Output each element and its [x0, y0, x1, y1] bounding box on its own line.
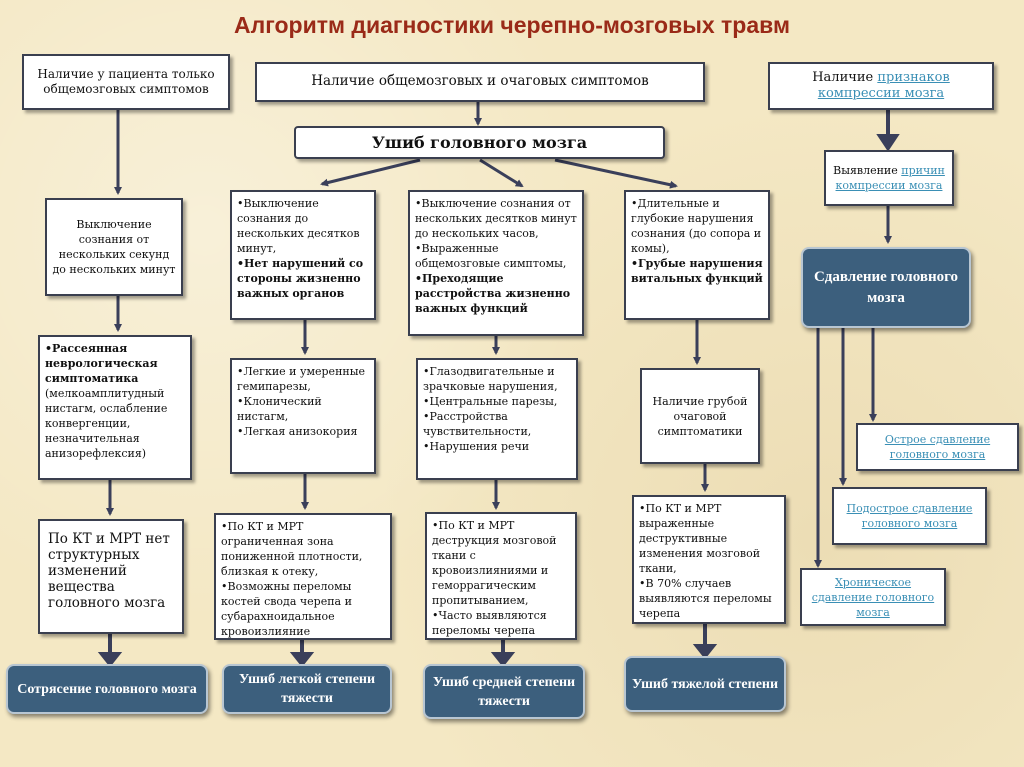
- box-text: Ушиб средней степени тяжести: [432, 674, 576, 709]
- box-line: •Рассеянная неврологическая симптоматика: [45, 342, 158, 385]
- subacute-compression-box: Подострое сдавление головного мозга: [832, 487, 987, 545]
- box-line: •По КТ и МРТ ограниченная зона пониженно…: [221, 520, 363, 578]
- mild-symptoms-box: •Выключение сознания до нескольких десят…: [230, 190, 376, 320]
- box-text: Наличие общемозговых и очаговых симптомо…: [311, 73, 649, 90]
- compression-causes-link[interactable]: причин компрессии мозга: [835, 164, 945, 192]
- compression-signs-box: Наличие признаков компрессии мозга: [768, 62, 994, 110]
- arrow: [490, 652, 516, 668]
- box-text: Ушиб головного мозга: [371, 132, 588, 152]
- box-line: •Выраженные общемозговые симптомы,: [415, 242, 567, 270]
- page-title: Алгоритм диагностики черепно-мозговых тр…: [234, 12, 790, 38]
- box-text: Выключение сознания от нескольких секунд…: [52, 218, 176, 276]
- concussion-outcome: Сотрясение головного мозга: [6, 664, 208, 714]
- only-general-symptoms-box: Наличие у пациента только общемозговых с…: [22, 54, 230, 110]
- box-line: •Нет нарушений со стороны жизненно важны…: [237, 257, 364, 300]
- box-line: •Клонический нистагм,: [237, 395, 322, 423]
- arrow: [320, 158, 421, 187]
- compression-signs-link[interactable]: признаков компрессии мозга: [817, 70, 950, 101]
- arrow: [479, 158, 524, 188]
- mild-outcome: Ушиб легкой степени тяжести: [222, 664, 392, 714]
- general-focal-symptoms-box: Наличие общемозговых и очаговых симптомо…: [255, 62, 705, 102]
- box-line: •Легкая анизокория: [237, 425, 358, 438]
- arrow: [554, 158, 678, 189]
- arrow: [692, 644, 718, 660]
- severe-focal-box: Наличие грубой очаговой симптоматики: [640, 368, 760, 464]
- box-line: •Возможны переломы костей свода черепа и…: [221, 580, 352, 638]
- compression-detect-box: Выявление причин компрессии мозга: [824, 150, 954, 206]
- box-text: Ушиб легкой степени тяжести: [238, 672, 376, 706]
- subacute-compression-link[interactable]: Подострое сдавление головного мозга: [846, 502, 973, 530]
- mild-neuro-box: •Легкие и умеренные гемипарезы, •Клониче…: [230, 358, 376, 474]
- compression-outcome: Сдавление головного мозга: [801, 247, 971, 328]
- box-text: Выявление причин компрессии мозга: [831, 163, 947, 193]
- moderate-outcome: Ушиб средней степени тяжести: [423, 664, 585, 719]
- box-line: •В 70% случаев выявляются переломы череп…: [639, 577, 772, 620]
- box-text: По КТ и МРТ нет структурных изменений ве…: [48, 531, 170, 611]
- prefix-text: Выявление: [833, 164, 902, 177]
- box-line: •Расстройства чувствительности,: [423, 410, 532, 438]
- box-line: •Выключение сознания от нескольких десят…: [415, 197, 577, 240]
- box-line: •Часто выявляются переломы черепа: [432, 609, 547, 637]
- box-line: •Центральные парезы,: [423, 395, 558, 408]
- box-text: Наличие признаков компрессии мозга: [775, 70, 987, 102]
- box-line: •Легкие и умеренные гемипарезы,: [237, 365, 365, 393]
- box-line: •По КТ и МРТ деструкция мозговой ткани с…: [432, 519, 557, 607]
- severe-symptoms-box: •Длительные и глубокие нарушения сознани…: [624, 190, 770, 320]
- mild-ct-box: •По КТ и МРТ ограниченная зона пониженно…: [214, 513, 392, 640]
- severe-outcome: Ушиб тяжелой степени: [624, 656, 786, 712]
- box-line: •По КТ и МРТ выраженные деструктивные из…: [639, 502, 761, 575]
- box-text: Сдавление головного мозга: [813, 268, 959, 306]
- chronic-compression-box: Хроническое сдавление головного мозга: [800, 568, 946, 626]
- box-text: Сотрясение головного мозга: [17, 681, 197, 697]
- acute-compression-link[interactable]: Острое сдавление головного мозга: [884, 433, 991, 461]
- moderate-symptoms-box: •Выключение сознания от нескольких десят…: [408, 190, 584, 336]
- chronic-compression-link[interactable]: Хроническое сдавление головного мозга: [811, 575, 935, 619]
- box-line: •Нарушения речи: [423, 440, 530, 453]
- concussion-neuro-box: •Рассеянная неврологическая симптоматика…: [38, 335, 192, 480]
- severe-ct-box: •По КТ и МРТ выраженные деструктивные из…: [632, 495, 786, 624]
- box-line: •Преходящие расстройства жизненно важных…: [415, 272, 571, 315]
- arrow: [97, 652, 123, 668]
- box-text: Наличие грубой очаговой симптоматики: [652, 394, 748, 438]
- arrow: [289, 652, 315, 668]
- arrow: [876, 134, 900, 152]
- box-line: •Выключение сознания до нескольких десят…: [237, 197, 360, 255]
- moderate-ct-box: •По КТ и МРТ деструкция мозговой ткани с…: [425, 512, 577, 640]
- contusion-box: Ушиб головного мозга: [294, 126, 665, 159]
- concussion-ct-box: По КТ и МРТ нет структурных изменений ве…: [38, 519, 184, 634]
- concussion-consciousness-box: Выключение сознания от нескольких секунд…: [45, 198, 183, 296]
- box-line: •Грубые нарушения витальных функций: [631, 257, 763, 285]
- box-text: Ушиб тяжелой степени: [631, 676, 779, 692]
- box-text: Наличие у пациента только общемозговых с…: [37, 67, 215, 96]
- box-line: (мелкоамплитудный нистагм, ослабление ко…: [45, 387, 168, 460]
- box-line: •Глазодвигательные и зрачковые нарушения…: [423, 365, 558, 393]
- prefix-text: Наличие: [812, 70, 878, 85]
- acute-compression-box: Острое сдавление головного мозга: [856, 423, 1019, 471]
- box-line: •Длительные и глубокие нарушения сознани…: [631, 197, 762, 255]
- moderate-neuro-box: •Глазодвигательные и зрачковые нарушения…: [416, 358, 578, 480]
